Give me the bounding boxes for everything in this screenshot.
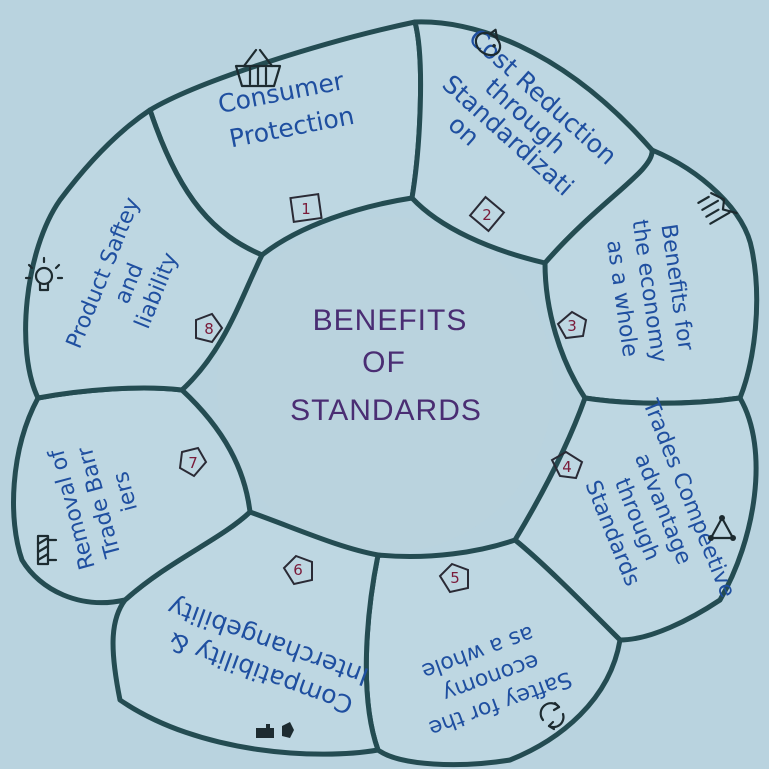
petal-benefits-economy: Benefits for the economy as a whole 3 — [542, 147, 760, 406]
number-badge-7: 7 — [178, 446, 208, 478]
svg-text:5: 5 — [450, 569, 460, 587]
recycle-icon — [539, 701, 565, 731]
center-title-line: OF — [362, 346, 406, 379]
petal-trade-advantage: Trades Compeetive advantage through Stan… — [512, 395, 759, 643]
lightbulb-icon — [24, 256, 64, 292]
svg-text:8: 8 — [204, 320, 214, 338]
center-title-line: BENEFITS — [313, 304, 468, 337]
number-badge-1: 1 — [289, 193, 323, 223]
center-title-line: STANDARDS — [290, 394, 482, 427]
network-triangle-icon — [708, 515, 736, 541]
petal-trade-barriers: Removal of Trade Barr iers 7 — [11, 385, 253, 606]
petal-compatibility: Compatibility & Interchangebility 6 — [110, 509, 381, 757]
svg-text:2: 2 — [482, 206, 492, 224]
puzzle-pieces-icon — [256, 722, 294, 738]
barrier-icon — [36, 534, 58, 566]
petal-safety-economy: Saftey for the economy as a whole 5 — [363, 537, 623, 768]
petal-cost-reduction: Cost Reduction through Standardizati on … — [409, 19, 655, 266]
growth-chart-icon — [697, 192, 738, 225]
number-badge-5: 5 — [438, 562, 469, 594]
center-title: BENEFITS OF STANDARDS — [290, 304, 482, 427]
number-badge-8: 8 — [195, 312, 224, 344]
svg-text:7: 7 — [188, 454, 198, 472]
center-hub — [217, 217, 553, 553]
piggy-bank-icon — [474, 28, 502, 57]
svg-text:3: 3 — [567, 317, 577, 335]
shopping-basket-icon — [234, 48, 282, 88]
number-badge-6: 6 — [282, 554, 313, 586]
number-badge-3: 3 — [556, 310, 588, 340]
petal-product-safety: Product Saftey and liability 8 — [23, 107, 265, 401]
svg-text:4: 4 — [562, 458, 572, 476]
number-badge-4: 4 — [550, 450, 584, 480]
svg-text:6: 6 — [293, 561, 303, 579]
number-badge-2: 2 — [468, 195, 506, 233]
svg-text:1: 1 — [301, 200, 311, 218]
